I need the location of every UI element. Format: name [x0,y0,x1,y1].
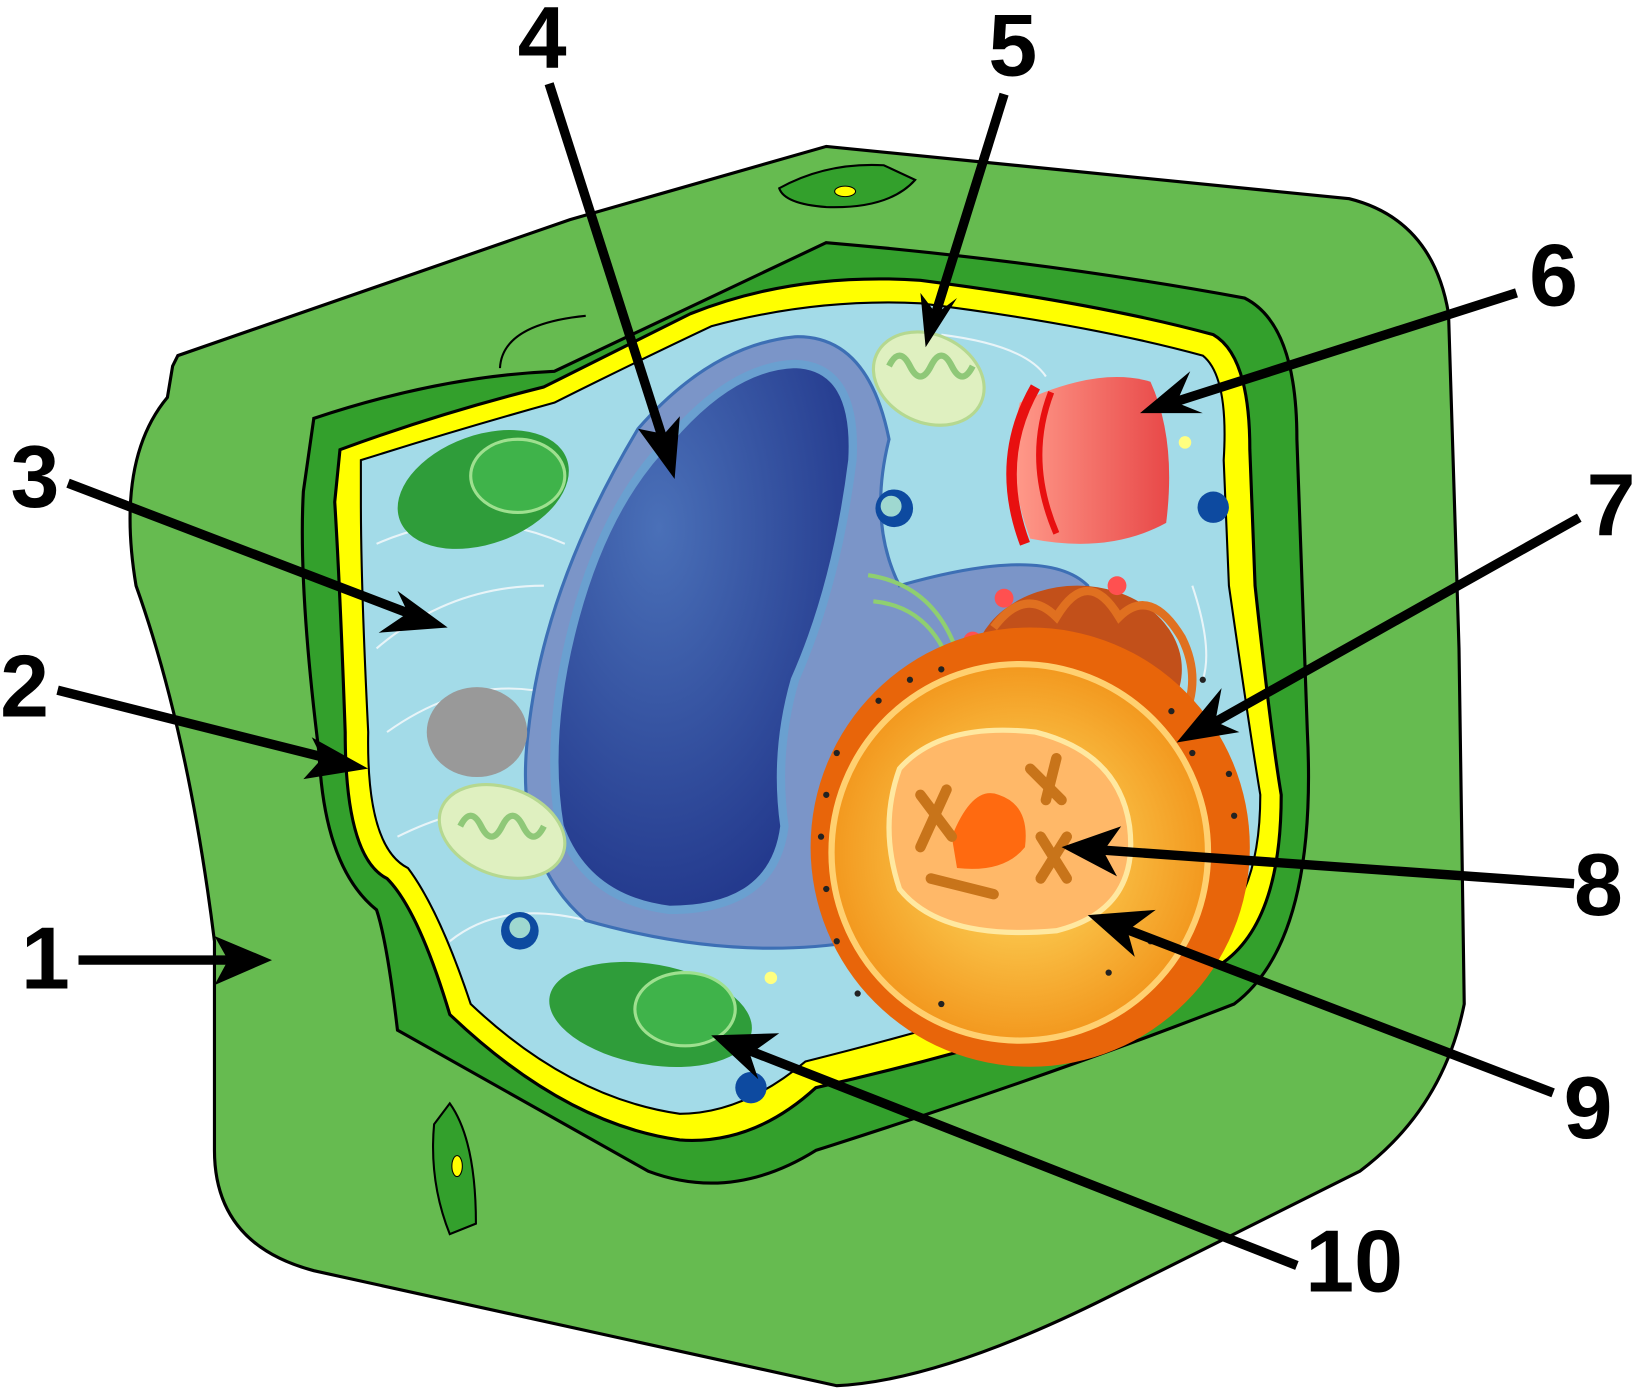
vacuole [550,359,858,915]
label-10: 10 [1305,1212,1403,1311]
arrow-3 [66,478,448,633]
arrow-5 [920,92,1009,348]
arrow-10 [711,1033,1299,1270]
arrow-6 [1140,288,1518,414]
arrow-8 [1061,826,1575,889]
grey-organelle [426,687,528,778]
mitochondrion-bottom [437,783,567,880]
mitochondrion-top [871,330,986,427]
label-2: 2 [0,636,49,735]
nucleus [810,627,1250,1067]
arrow-1 [78,936,272,986]
label-7: 7 [1587,455,1636,554]
label-8: 8 [1574,835,1623,934]
arrow-9 [1087,909,1555,1098]
chloroplast-bottom [549,961,752,1067]
label-5: 5 [988,0,1037,94]
label-3: 3 [11,427,60,526]
arrow-2 [56,685,369,780]
arrow-4 [544,82,680,479]
arrow-7 [1176,513,1582,743]
label-4: 4 [518,0,567,87]
label-9: 9 [1564,1058,1613,1157]
nucleolus [951,793,1026,869]
chloroplast-top [397,429,569,549]
golgi-apparatus [1006,377,1170,546]
label-6: 6 [1529,225,1578,324]
label-1: 1 [21,908,70,1007]
ribosomes [817,666,1238,1008]
leader-arrows [56,82,1582,1270]
